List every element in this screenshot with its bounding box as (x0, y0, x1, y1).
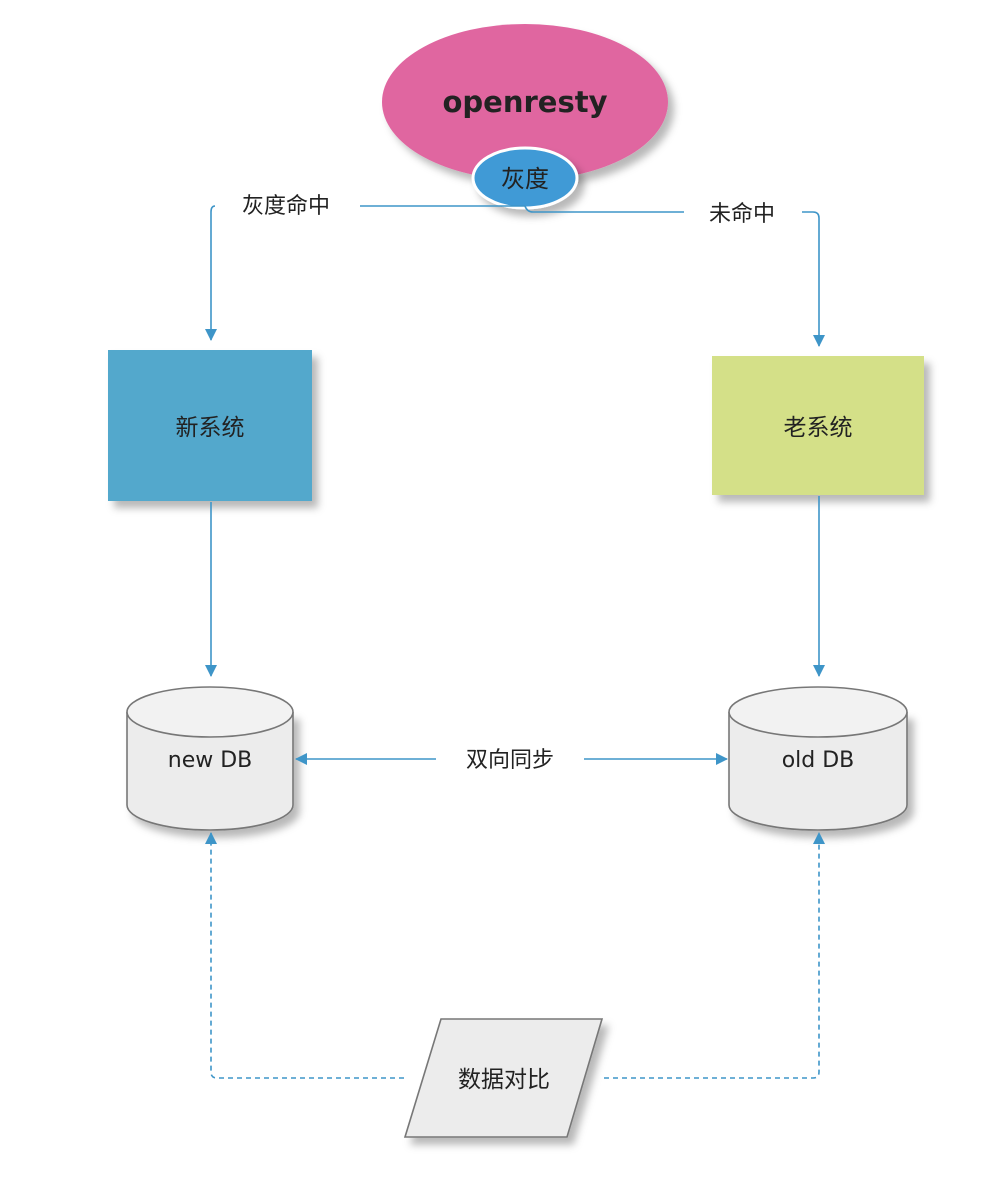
openresty-label: openresty (443, 85, 608, 119)
old-system-node: 老系统 (712, 356, 924, 495)
compare-to-new-db-connector (205, 832, 404, 1079)
compare-to-old-db-connector (604, 832, 825, 1079)
gray-release-badge: 灰度 (471, 146, 579, 210)
gray-miss-label: 未命中 (709, 202, 775, 227)
openresty-node: openresty (382, 24, 668, 180)
new-system-label: 新系统 (176, 415, 245, 441)
data-compare-node: 数据对比 (403, 1018, 604, 1138)
gray-release-label: 灰度 (501, 165, 549, 193)
old-db-label: old DB (782, 748, 855, 773)
old-system-label: 老系统 (784, 415, 853, 441)
old-db-node: old DB (728, 686, 908, 831)
gray-hit-connector: 灰度命中 (205, 194, 525, 341)
data-compare-label: 数据对比 (458, 1067, 550, 1093)
new-system-node: 新系统 (108, 350, 312, 501)
bidirectional-sync-connector: 双向同步 (295, 748, 728, 773)
new-db-label: new DB (168, 748, 253, 773)
new-db-node: new DB (126, 686, 294, 831)
gray-miss-connector: 未命中 (524, 202, 825, 347)
gray-hit-label: 灰度命中 (242, 194, 330, 219)
bidirectional-sync-label: 双向同步 (466, 748, 554, 773)
